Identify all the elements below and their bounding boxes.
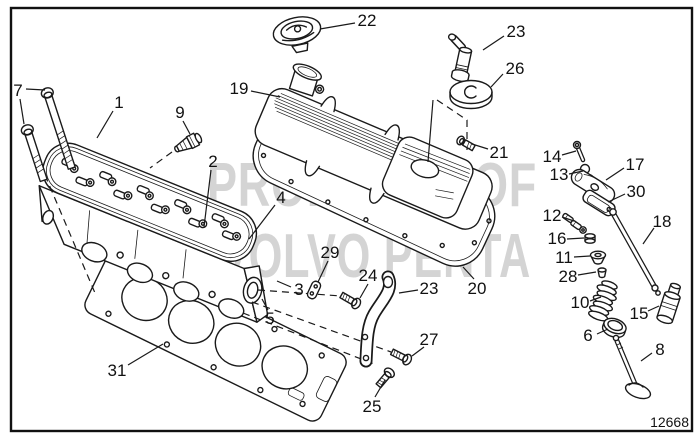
leader-line-1 xyxy=(96,110,114,139)
breather-fitting xyxy=(447,33,473,83)
leader-line-25 xyxy=(374,379,386,398)
part-callout-20: 20 xyxy=(468,279,487,298)
head-bolt xyxy=(20,124,48,183)
valve-spring xyxy=(588,280,618,322)
oil-fill-opening xyxy=(410,159,440,179)
leader-line-31 xyxy=(127,343,164,366)
leader-line-30 xyxy=(607,193,626,203)
rocker-bolt xyxy=(572,140,586,163)
leader-line-20 xyxy=(462,266,475,280)
push-rod xyxy=(609,208,661,296)
leader-line-15 xyxy=(647,305,660,312)
part-callout-21: 21 xyxy=(490,143,509,162)
leader-line-6 xyxy=(596,328,609,335)
leader-line-3 xyxy=(276,280,292,288)
valve-cover xyxy=(254,63,493,230)
leader-line-22 xyxy=(319,22,356,30)
bracket-bolt xyxy=(339,291,362,310)
part-callout-1: 1 xyxy=(114,93,123,112)
grommet-alignment-line xyxy=(427,99,434,163)
part-callout-23: 23 xyxy=(420,279,439,298)
leader-line-14 xyxy=(561,150,577,156)
leader-line-7 xyxy=(25,88,46,91)
leader-line-5 xyxy=(261,298,269,311)
part-callout-22: 22 xyxy=(358,11,377,30)
leader-line-24 xyxy=(359,283,369,299)
temperature-sender xyxy=(174,132,203,153)
leader-line-8 xyxy=(640,352,653,362)
valve-lifter xyxy=(656,282,681,325)
cover-bolt xyxy=(456,135,476,152)
part-callout-4: 4 xyxy=(276,188,285,207)
part-callout-9: 9 xyxy=(175,103,184,122)
part-callout-14: 14 xyxy=(543,147,562,166)
figure-number: 12668 xyxy=(650,414,689,430)
part-callout-30: 30 xyxy=(627,182,646,201)
head-bolt xyxy=(40,87,76,170)
leader-line-19 xyxy=(250,90,281,98)
cylinder-head xyxy=(38,142,269,323)
leader-line-9 xyxy=(182,120,191,135)
leader-line-21 xyxy=(471,143,489,150)
part-callout-29: 29 xyxy=(321,243,340,262)
part-callout-2: 2 xyxy=(208,152,217,171)
leader-line-18 xyxy=(642,227,655,245)
lifting-bracket xyxy=(359,270,396,368)
part-callout-13: 13 xyxy=(550,165,569,184)
leader-line-12 xyxy=(561,216,575,222)
part-callout-18: 18 xyxy=(653,212,672,231)
part-callout-15: 15 xyxy=(630,304,649,323)
part-callout-31: 31 xyxy=(108,361,127,380)
leader-line-13 xyxy=(568,170,584,175)
oil-filler-cap xyxy=(272,16,322,54)
leader-line-10 xyxy=(589,296,602,302)
spring-seat xyxy=(601,317,627,339)
part-callout-5: 5 xyxy=(265,309,274,328)
leader-line-27 xyxy=(411,346,425,357)
leader-line-7 xyxy=(19,98,25,125)
part-callout-17: 17 xyxy=(626,155,645,174)
head-valve-gear xyxy=(61,157,242,241)
part-callout-27: 27 xyxy=(420,330,439,349)
part-callout-28: 28 xyxy=(559,267,578,286)
part-callout-25: 25 xyxy=(363,397,382,416)
part-callout-3: 3 xyxy=(294,280,303,299)
leader-line-29 xyxy=(317,260,329,283)
part-callout-6: 6 xyxy=(583,326,592,345)
leader-line-2 xyxy=(203,169,212,228)
spring-retainer xyxy=(589,250,607,265)
part-callout-8: 8 xyxy=(655,340,664,359)
cover-ribs xyxy=(274,93,399,161)
head-gasket xyxy=(84,245,347,422)
leader-line-26 xyxy=(490,73,504,88)
valve xyxy=(612,334,652,400)
filler-neck xyxy=(288,63,325,97)
part-callout-10: 10 xyxy=(571,293,590,312)
part-callout-16: 16 xyxy=(548,229,567,248)
bracket-bolt xyxy=(389,348,413,366)
leader-line-16 xyxy=(566,237,585,240)
leader-line-4 xyxy=(248,204,276,240)
part-callout-23: 23 xyxy=(507,22,526,41)
valve-stem-nut xyxy=(584,233,596,244)
leader-line-23 xyxy=(482,35,505,51)
part-callout-7: 7 xyxy=(13,81,22,100)
leader-line-17 xyxy=(605,167,625,181)
leader-line-11 xyxy=(573,255,591,258)
part-callout-24: 24 xyxy=(359,266,378,285)
grommet-alignment-dashed xyxy=(436,99,468,150)
part-callout-19: 19 xyxy=(230,79,249,98)
grommet-washer xyxy=(449,79,493,110)
leader-line-28 xyxy=(577,271,597,276)
part-callout-12: 12 xyxy=(543,206,562,225)
leader-line-23 xyxy=(398,289,419,294)
valve-keeper-cone xyxy=(597,267,607,279)
part-callout-26: 26 xyxy=(506,59,525,78)
part-callout-11: 11 xyxy=(555,248,573,267)
